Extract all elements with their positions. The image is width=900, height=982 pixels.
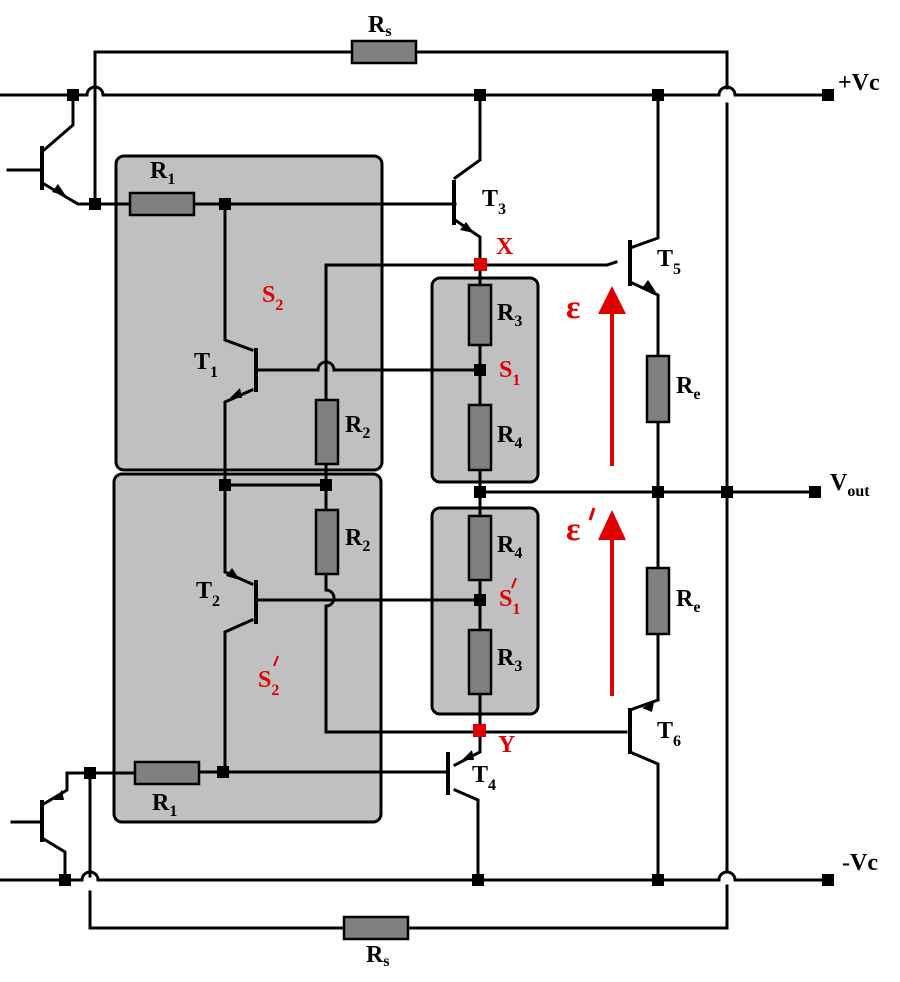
label-t2: T2	[196, 578, 220, 610]
resistor-rs-bottom	[342, 915, 410, 941]
stage-box-s1	[430, 276, 540, 484]
label-r1-bottom: R1	[152, 790, 177, 820]
label-t1: T1	[194, 349, 218, 381]
resistors	[128, 39, 671, 941]
label-rs-bottom: Rs	[366, 942, 390, 970]
resistor-r1-bottom	[133, 760, 201, 786]
label-t4: T4	[472, 762, 496, 794]
label-r3-bottom: R3	[497, 645, 522, 675]
node-y-marker	[473, 724, 486, 737]
label-re-bottom: Re	[676, 586, 700, 616]
label-t3: T3	[482, 186, 506, 218]
label-s1: S1	[499, 357, 520, 389]
resistor-r3-bottom	[467, 628, 493, 696]
label-t5: T5	[657, 246, 681, 278]
stage-box-s1-prime	[430, 506, 540, 716]
label-node-y: Y	[498, 732, 515, 758]
label-r2-bottom: R2	[345, 525, 370, 555]
label-r3-top: R3	[497, 300, 522, 330]
label-epsilon-prime: ε	[566, 511, 581, 548]
label-negative-rail: -Vc	[842, 850, 878, 876]
label-output: Vout	[830, 470, 870, 500]
junctions	[59, 89, 834, 886]
resistor-re-top	[645, 354, 671, 424]
resistor-re-bottom	[645, 566, 671, 636]
label-positive-rail: +Vc	[838, 70, 880, 96]
transistor-bases	[40, 146, 632, 842]
label-s2-prime: S2	[258, 667, 279, 699]
resistor-r2-top	[314, 398, 340, 466]
label-r1-top: R1	[150, 158, 175, 188]
label-r4-top: R4	[497, 422, 522, 452]
label-node-x: X	[496, 234, 514, 260]
resistor-r4-bottom	[467, 514, 493, 582]
label-rs-top: Rs	[368, 12, 392, 40]
node-x-marker	[474, 258, 487, 271]
resistor-rs-top	[350, 39, 418, 65]
label-r2-top: R2	[345, 412, 370, 442]
stage-box-s2	[114, 154, 384, 472]
label-r4-bottom: R4	[497, 532, 522, 562]
resistor-r2-bottom	[314, 508, 340, 576]
voltage-arrows	[598, 286, 626, 696]
resistor-r3-top	[467, 283, 493, 347]
label-s1-prime: S1	[499, 586, 520, 618]
stage-box-s2-prime	[112, 472, 383, 824]
label-re-top: Re	[676, 373, 700, 403]
emitter-arrows	[52, 184, 656, 800]
resistor-r1-top	[128, 191, 196, 217]
resistor-r4-top	[467, 403, 493, 472]
label-t6: T6	[657, 718, 681, 750]
label-s2: S2	[262, 282, 283, 314]
label-epsilon: ε	[566, 289, 581, 326]
